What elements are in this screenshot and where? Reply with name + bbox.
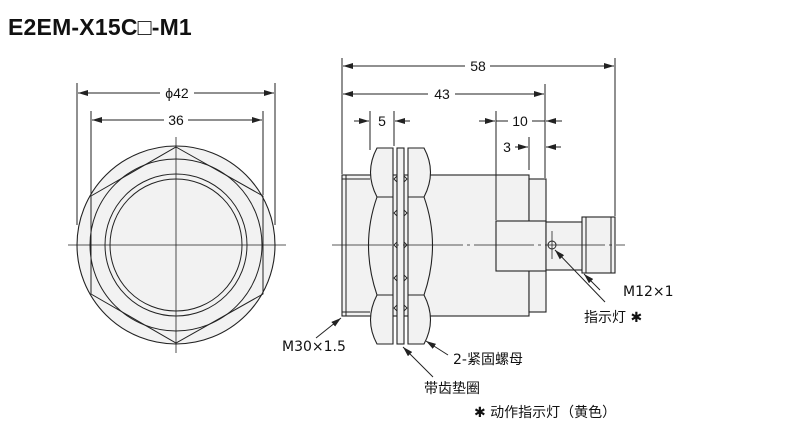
front-view: ϕ42 36: [68, 83, 286, 353]
dim-outer-diameter: ϕ42: [165, 85, 189, 101]
side-view: 58 43 5 10 3: [315, 58, 625, 378]
dim-head-length: 10: [512, 113, 528, 129]
dim-across-flats: 36: [168, 112, 184, 128]
label-lock-nuts: 2-紧固螺母: [453, 352, 523, 368]
model-title: E2EM-X15C□-M1: [8, 14, 192, 40]
label-connector-thread: M12×1: [623, 284, 674, 300]
head-block: [495, 220, 547, 272]
lock-nut-right: [407, 147, 433, 345]
footnote-indicator-color: ✱ 动作指示灯（黄色）: [474, 404, 616, 421]
label-body-thread: M30×1.5: [282, 339, 346, 355]
connector-shaft: [545, 221, 584, 271]
dim-nut-thickness: 5: [378, 113, 386, 129]
label-toothed-washer: 带齿垫圈: [424, 381, 480, 397]
dim-step-length: 3: [503, 139, 511, 155]
toothed-washer: [396, 147, 405, 345]
lock-nut-left: [368, 147, 394, 345]
label-indicator: 指示灯 ✱: [584, 310, 642, 326]
dim-body-length: 43: [434, 86, 450, 102]
dim-total-length: 58: [470, 58, 486, 74]
